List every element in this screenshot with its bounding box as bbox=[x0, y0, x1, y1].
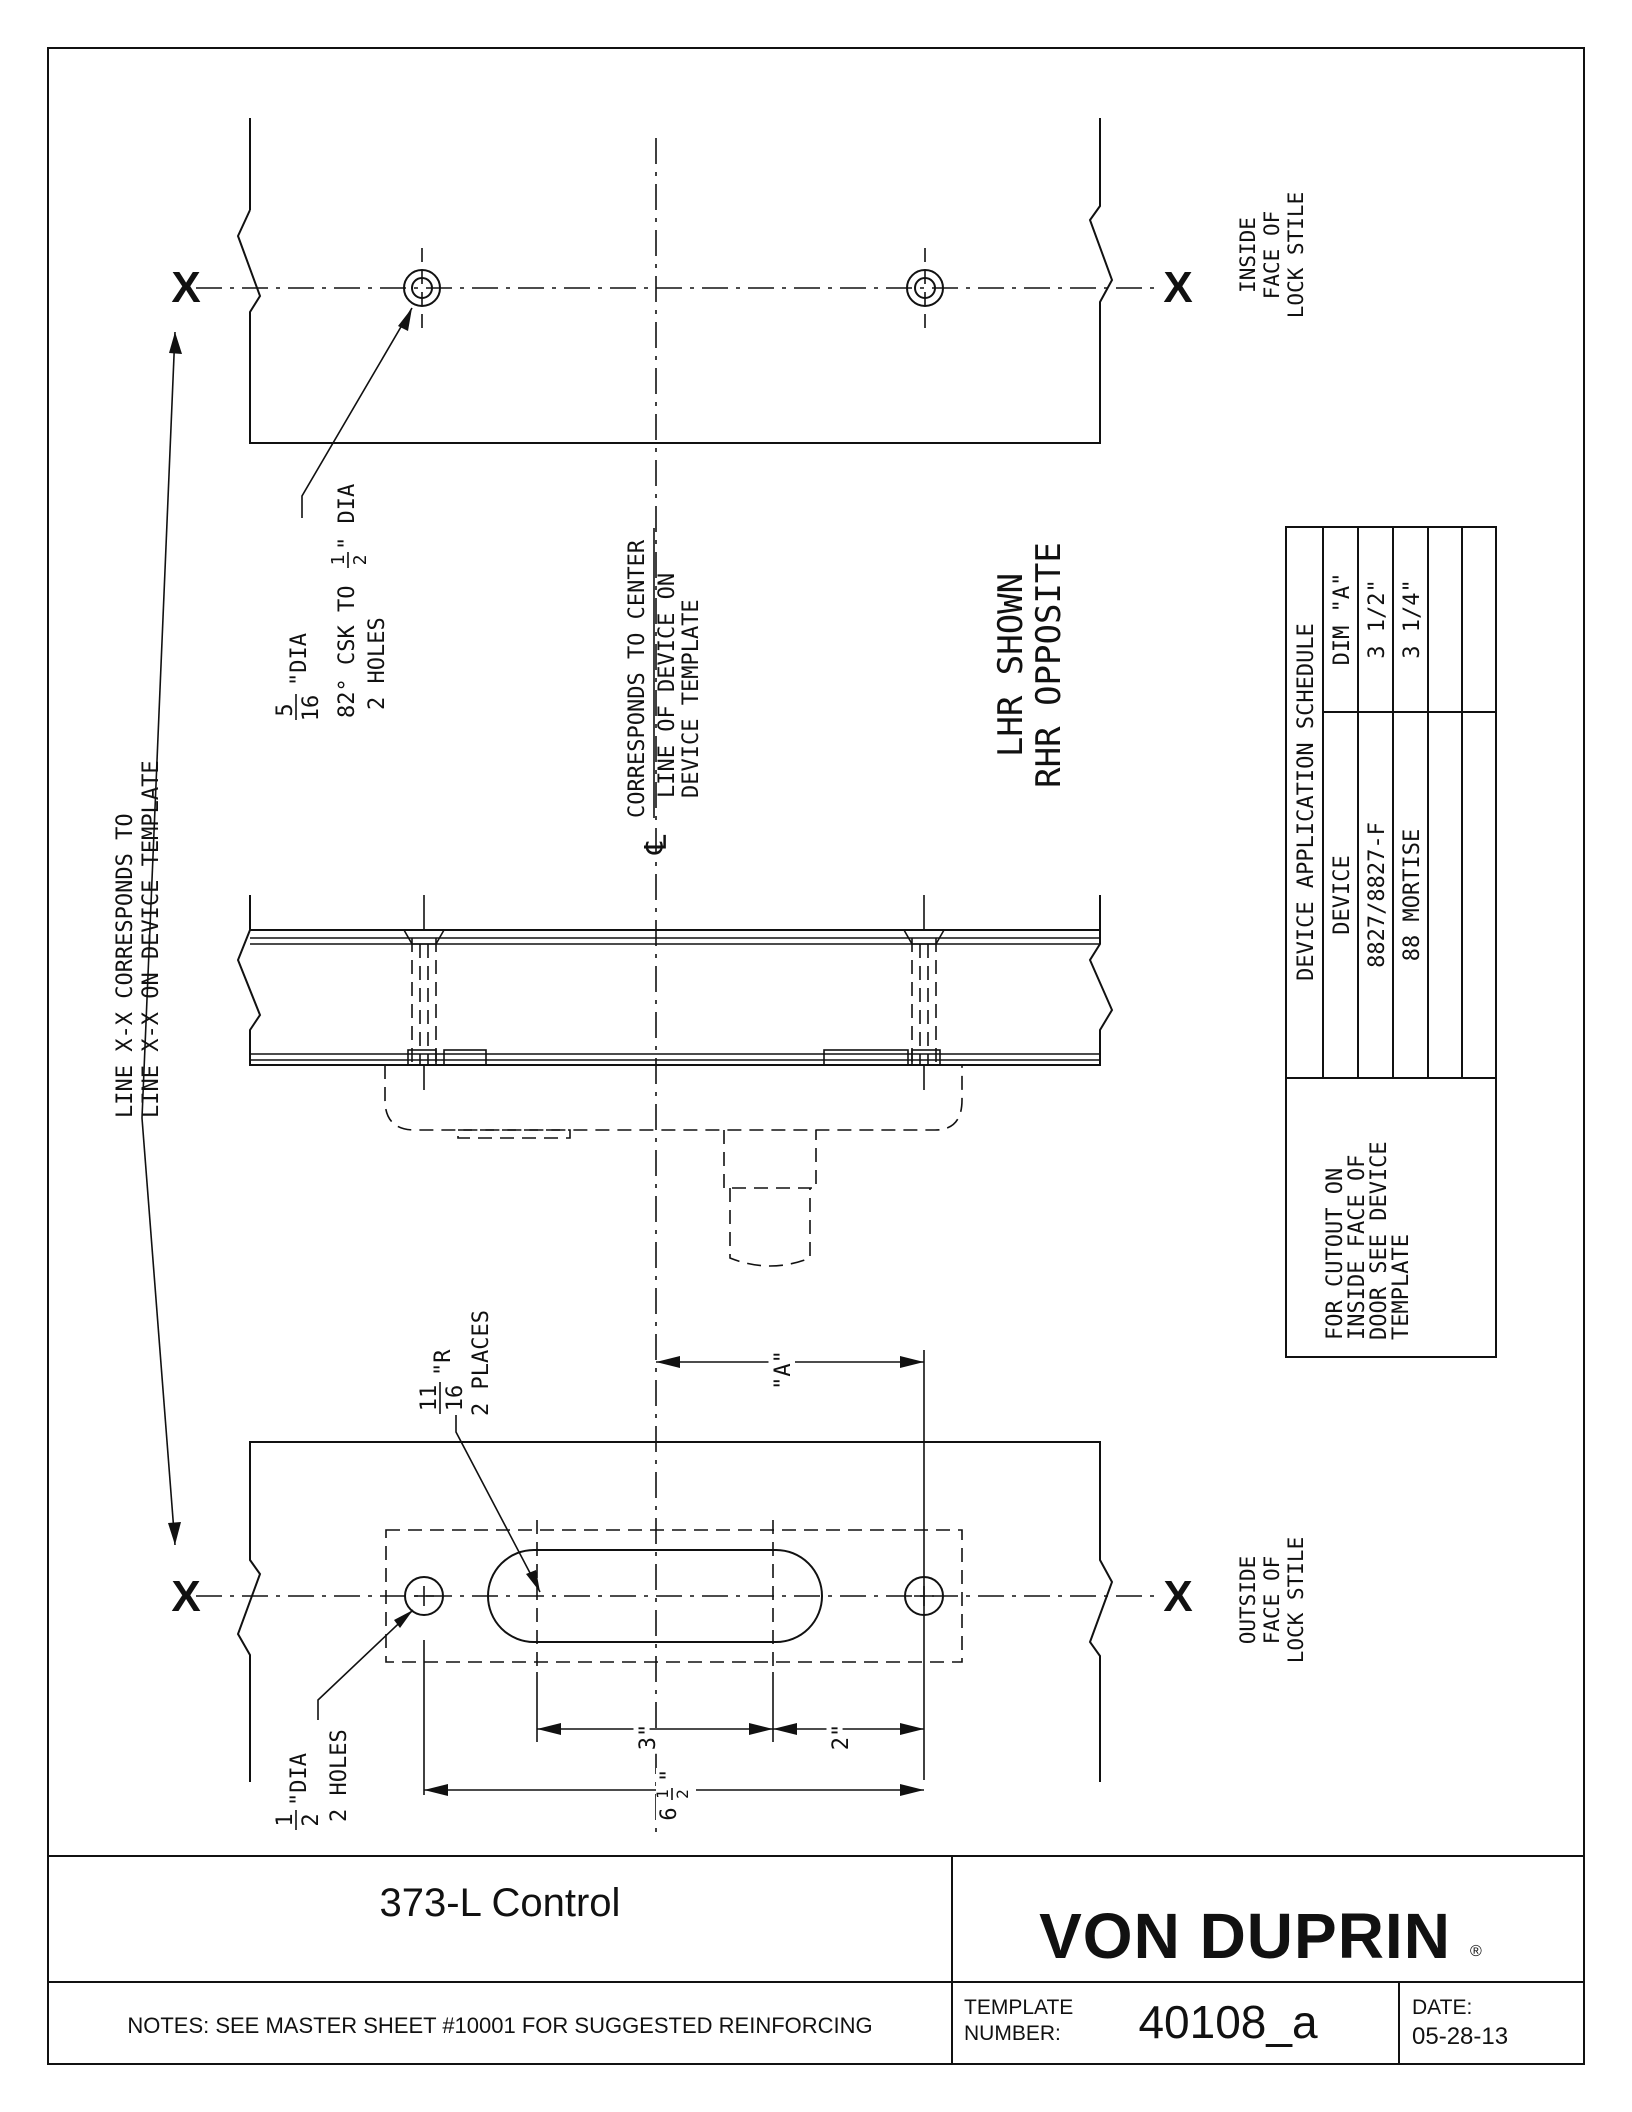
brand-logo: VON DUPRIN bbox=[1039, 1900, 1451, 1972]
svg-text:2: 2 bbox=[299, 1813, 324, 1826]
svg-text:DEVICE TEMPLATE: DEVICE TEMPLATE bbox=[679, 599, 704, 798]
slot-cutout bbox=[487, 1549, 823, 1643]
leader-lines bbox=[141, 307, 541, 1720]
svg-text:LINE X-X CORRESPONDS TO: LINE X-X CORRESPONDS TO bbox=[113, 813, 138, 1118]
svg-text:LHR SHOWN: LHR SHOWN bbox=[991, 573, 1031, 757]
date-label: DATE: bbox=[1412, 1996, 1472, 2019]
svg-text:2": 2" bbox=[829, 1724, 854, 1751]
x-mark-bottom-right: X bbox=[1163, 1572, 1192, 1621]
svg-text:3": 3" bbox=[636, 1724, 661, 1751]
title-block: 373-L Control VON DUPRIN ® NOTES: SEE MA… bbox=[127, 1881, 1508, 2050]
callout-bottom-holes: 1 2 "DIA 2 HOLES bbox=[273, 1729, 352, 1830]
dimension-lines bbox=[424, 1356, 924, 1796]
dim-label-2: 2" bbox=[824, 1719, 859, 1756]
callout-inside-face: INSIDE FACE OF LOCK STILE bbox=[1236, 192, 1308, 318]
schedule-row-1-dim: 3 1/2" bbox=[1365, 579, 1390, 658]
svg-text:LINE X-X ON DEVICE TEMPLATE: LINE X-X ON DEVICE TEMPLATE bbox=[139, 760, 164, 1118]
svg-text:2 HOLES: 2 HOLES bbox=[365, 617, 390, 710]
x-mark-top-right: X bbox=[1163, 263, 1192, 312]
svg-text:2: 2 bbox=[350, 555, 371, 566]
svg-text:2 HOLES: 2 HOLES bbox=[327, 1729, 352, 1822]
callout-top-holes: 5 16 "DIA 82° CSK TO 1 2 " DIA 2 HOLES bbox=[273, 484, 390, 721]
dim-label-a: "A" bbox=[766, 1345, 801, 1395]
svg-text:6: 6 bbox=[657, 1807, 682, 1820]
svg-text:OUTSIDE: OUTSIDE bbox=[1236, 1556, 1260, 1645]
callout-line-xx: LINE X-X CORRESPONDS TO LINE X-X ON DEVI… bbox=[113, 760, 164, 1118]
svg-text:16: 16 bbox=[443, 1385, 468, 1412]
svg-text:1: 1 bbox=[273, 1813, 298, 1826]
notes-text: NOTES: SEE MASTER SHEET #10001 FOR SUGGE… bbox=[127, 2013, 872, 2038]
svg-text:2: 2 bbox=[673, 1789, 692, 1799]
section-view bbox=[236, 895, 1114, 1267]
template-label-line1: TEMPLATE bbox=[964, 1996, 1073, 2019]
bottom-view bbox=[196, 1350, 1158, 1795]
svg-text:"A": "A" bbox=[771, 1350, 796, 1390]
drawing-title: 373-L Control bbox=[380, 1881, 621, 1925]
schedule-title: DEVICE APPLICATION SCHEDULE bbox=[1294, 623, 1319, 981]
schedule-row-2-dim: 3 1/4" bbox=[1400, 579, 1425, 658]
svg-text:16: 16 bbox=[299, 695, 324, 722]
svg-text:"DIA: "DIA bbox=[287, 1753, 312, 1806]
x-marks: X X X X bbox=[171, 263, 1192, 1621]
svg-text:1: 1 bbox=[328, 555, 349, 566]
svg-text:FOR CUTOUT ON: FOR CUTOUT ON bbox=[1323, 1168, 1348, 1340]
svg-text:"DIA: "DIA bbox=[287, 633, 312, 686]
schedule-header-dim-a: DIM "A" bbox=[1330, 573, 1355, 666]
svg-text:CORRESPONDS TO CENTER: CORRESPONDS TO CENTER bbox=[625, 539, 650, 818]
svg-text:TEMPLATE: TEMPLATE bbox=[1389, 1234, 1414, 1340]
registered-mark: ® bbox=[1470, 1943, 1482, 1960]
template-label-line2: NUMBER: bbox=[964, 2022, 1061, 2045]
dim-label-6-half: 6 1 2 " bbox=[653, 1768, 696, 1828]
sheet-border bbox=[47, 47, 1585, 2065]
svg-text:5: 5 bbox=[273, 703, 298, 716]
svg-text:LOCK STILE: LOCK STILE bbox=[1284, 192, 1308, 318]
svg-text:LINE OF DEVICE ON: LINE OF DEVICE ON bbox=[655, 573, 680, 798]
svg-text:FACE OF: FACE OF bbox=[1260, 1556, 1284, 1645]
callout-hand: LHR SHOWN RHR OPPOSITE bbox=[991, 542, 1069, 788]
schedule-note: FOR CUTOUT ON INSIDE FACE OF DOOR SEE DE… bbox=[1323, 1141, 1414, 1340]
schedule-row-1-device: 8827/8827-F bbox=[1365, 822, 1390, 968]
date-value: 05-28-13 bbox=[1412, 2023, 1508, 2050]
svg-text:1: 1 bbox=[653, 1789, 672, 1799]
svg-text:INSIDE: INSIDE bbox=[1236, 217, 1260, 293]
svg-text:82° CSK TO: 82° CSK TO bbox=[335, 586, 360, 718]
svg-text:" DIA: " DIA bbox=[335, 484, 360, 550]
svg-text:2 PLACES: 2 PLACES bbox=[469, 1310, 494, 1416]
svg-text:INSIDE FACE OF: INSIDE FACE OF bbox=[1345, 1155, 1370, 1340]
schedule-header-device: DEVICE bbox=[1330, 855, 1355, 934]
svg-text:11: 11 bbox=[417, 1385, 442, 1412]
schedule-row-2-device: 88 MORTISE bbox=[1400, 829, 1425, 961]
callout-outside-face: OUTSIDE FACE OF LOCK STILE bbox=[1236, 1537, 1308, 1663]
svg-text:FACE OF: FACE OF bbox=[1260, 211, 1284, 300]
application-schedule-table: DEVICE APPLICATION SCHEDULE DEVICE DIM "… bbox=[1285, 526, 1497, 1358]
callout-slot-radius: 11 16 "R 2 PLACES bbox=[417, 1310, 494, 1416]
top-view bbox=[196, 118, 1158, 444]
x-mark-top-left: X bbox=[171, 263, 200, 312]
x-mark-bottom-left: X bbox=[171, 1572, 200, 1621]
svg-text:": " bbox=[657, 1769, 682, 1782]
svg-text:RHR OPPOSITE: RHR OPPOSITE bbox=[1029, 542, 1069, 788]
svg-text:"R: "R bbox=[431, 1349, 456, 1376]
centerline-symbol: ℄ bbox=[639, 834, 674, 855]
template-number: 40108_a bbox=[1138, 1996, 1317, 2048]
callout-centerline: ℄ CORRESPONDS TO CENTER LINE OF DEVICE O… bbox=[625, 528, 704, 855]
svg-text:LOCK STILE: LOCK STILE bbox=[1284, 1537, 1308, 1663]
dim-label-3: 3" bbox=[631, 1719, 666, 1756]
svg-text:DOOR SEE DEVICE: DOOR SEE DEVICE bbox=[1367, 1141, 1392, 1340]
